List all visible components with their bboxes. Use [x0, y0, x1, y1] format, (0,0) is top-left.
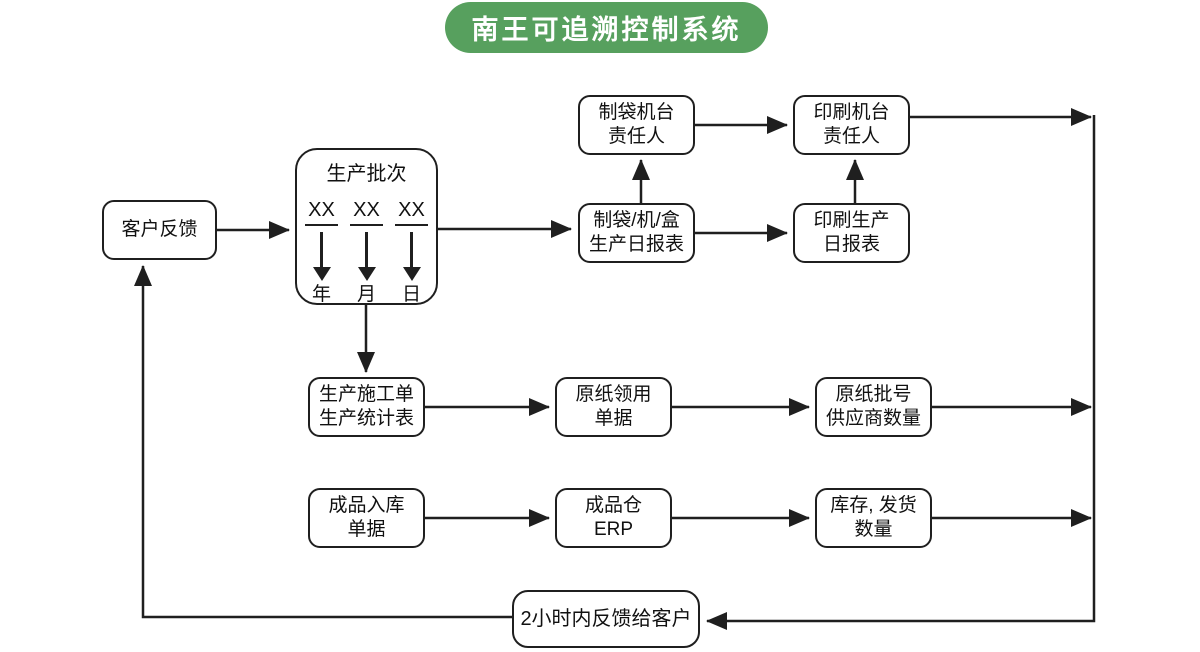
node-paper-requisition: 原纸领用 单据: [555, 377, 672, 437]
down-arrow-icon: [312, 267, 331, 281]
batch-unit-year: 年: [311, 284, 331, 305]
node-label-line2: 单据: [594, 408, 633, 429]
production-batch-code-row: XX 年 XX 月 XX 日: [305, 198, 429, 307]
diagram-title-badge: 南王可追溯控制系统: [445, 2, 768, 53]
node-label-line2: 生产日报表: [588, 234, 684, 255]
node-inventory-shipment: 库存, 发货 数量: [815, 488, 932, 548]
batch-code: XX: [395, 198, 428, 226]
node-label-line1: 原纸批号: [835, 384, 912, 406]
node-label-line2: 责任人: [822, 126, 880, 147]
batch-code-day-column: XX 日: [395, 198, 429, 307]
node-label-line1: 成品仓: [584, 495, 642, 517]
node-finished-goods-erp: 成品仓 ERP: [555, 488, 672, 548]
node-label-line2: 数量: [854, 519, 893, 540]
down-arrow-stem: [320, 232, 323, 267]
node-label-line1: 印刷机台: [813, 102, 890, 124]
node-label-line1: 库存, 发货: [830, 495, 917, 517]
node-work-order: 生产施工单 生产统计表: [308, 377, 425, 437]
node-bag-daily-report: 制袋/机/盒 生产日报表: [578, 203, 695, 263]
node-label-line2: 生产统计表: [318, 408, 414, 429]
node-label-line2: ERP: [593, 519, 634, 540]
node-label-line1: 原纸领用: [575, 384, 652, 406]
node-bag-machine-responsible: 制袋机台 责任人: [578, 95, 695, 155]
batch-code: XX: [350, 198, 383, 226]
diagram-title: 南王可追溯控制系统: [471, 15, 742, 45]
node-print-machine-responsible: 印刷机台 责任人: [793, 95, 910, 155]
node-finished-goods-receipt: 成品入库 单据: [308, 488, 425, 548]
node-label-line2: 日报表: [822, 234, 880, 255]
node-label: 客户反馈: [121, 219, 198, 241]
node-label-line1: 制袋/机/盒: [593, 210, 680, 232]
down-arrow-icon: [357, 267, 376, 281]
batch-code-month-column: XX 月: [350, 198, 384, 307]
node-label-line2: 供应商数量: [825, 408, 921, 429]
down-arrow-icon: [402, 267, 421, 281]
node-print-daily-report: 印刷生产 日报表: [793, 203, 910, 263]
batch-code: XX: [305, 198, 338, 226]
node-label-line1: 成品入库: [328, 495, 405, 517]
down-arrow-stem: [410, 232, 413, 267]
batch-code-year-column: XX 年: [305, 198, 339, 307]
node-label-line1: 印刷生产: [813, 210, 890, 232]
node-feedback-within-2h: 2小时内反馈给客户: [512, 590, 700, 648]
batch-unit-day: 日: [401, 284, 421, 305]
node-label: 2小时内反馈给客户: [520, 607, 692, 630]
node-label-line2: 责任人: [607, 126, 665, 147]
production-batch-title: 生产批次: [326, 163, 407, 185]
node-customer-feedback: 客户反馈: [102, 200, 217, 260]
node-label-line1: 制袋机台: [598, 102, 675, 124]
node-production-batch: 生产批次 XX 年 XX 月 XX 日: [295, 148, 438, 305]
node-paper-batch-supplier: 原纸批号 供应商数量: [815, 377, 932, 437]
node-label-line1: 生产施工单: [318, 384, 414, 406]
batch-unit-month: 月: [356, 284, 376, 305]
node-label-line2: 单据: [347, 519, 386, 540]
down-arrow-stem: [365, 232, 368, 267]
